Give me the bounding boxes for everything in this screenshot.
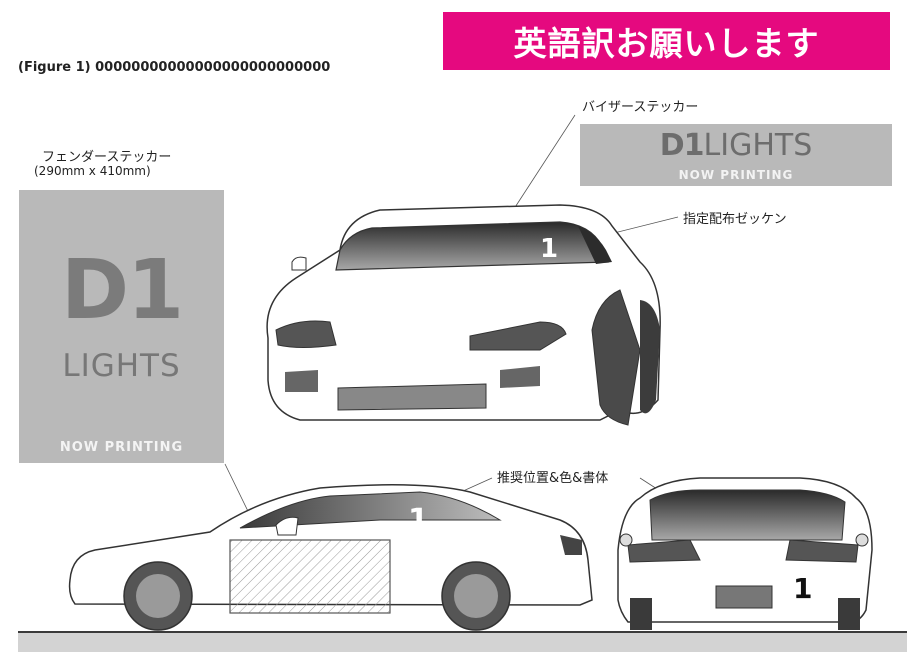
fender-sticker-size: (290mm x 410mm) bbox=[34, 164, 151, 178]
rear-car-view: 1 bbox=[617, 477, 873, 630]
side-car-number: 1 bbox=[408, 503, 429, 538]
visor-sticker-logo: D1LIGHTS bbox=[659, 128, 813, 163]
visor-sticker-label: バイザーステッカー bbox=[582, 100, 699, 115]
front-car-view: 1 bbox=[266, 204, 661, 426]
recommended-position-label: 推奨位置&色&書体 bbox=[497, 471, 609, 486]
ground-bar bbox=[18, 633, 907, 652]
fender-sticker-lights-text: LIGHTS bbox=[62, 348, 181, 384]
visor-sticker: D1LIGHTS NOW PRINTING bbox=[580, 124, 892, 186]
fender-sticker-d1-logo: D1 bbox=[60, 243, 184, 338]
visor-leader-line bbox=[509, 114, 576, 216]
fender-sticker-label: フェンダーステッカー bbox=[42, 150, 172, 165]
fender-sticker: D1 LIGHTS NOW PRINTING bbox=[19, 190, 224, 463]
number-sticker-label: 指定配布ゼッケン bbox=[683, 212, 787, 227]
figure-caption: (Figure 1) 00000000000000000000000000 bbox=[18, 60, 331, 75]
ground-line bbox=[18, 631, 907, 634]
visor-sticker-status: NOW PRINTING bbox=[678, 168, 794, 182]
fender-sticker-status: NOW PRINTING bbox=[59, 440, 184, 455]
rear-car-number: 1 bbox=[793, 572, 812, 605]
fender-sticker-position bbox=[229, 539, 391, 614]
front-car-number: 1 bbox=[540, 234, 558, 264]
title-banner: 英語訳お願いします bbox=[443, 12, 890, 70]
side-car-view: 1 bbox=[68, 484, 593, 631]
